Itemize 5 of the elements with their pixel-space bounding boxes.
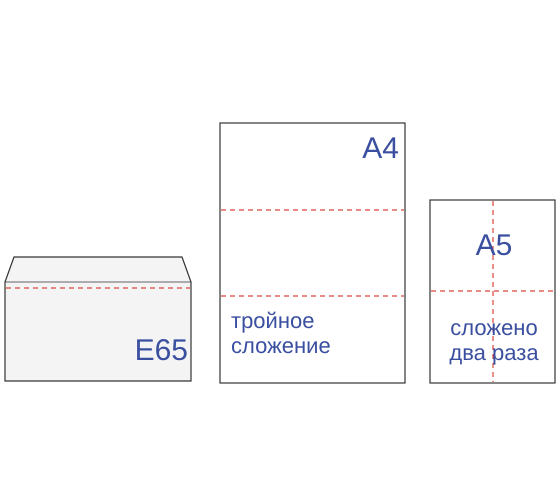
size-label: A4	[361, 132, 399, 166]
size-label: A5	[474, 229, 514, 264]
fold-caption: сложено два раза	[448, 315, 540, 366]
fold-caption: тройное сложение	[231, 308, 332, 359]
size-label: E65	[134, 334, 188, 368]
